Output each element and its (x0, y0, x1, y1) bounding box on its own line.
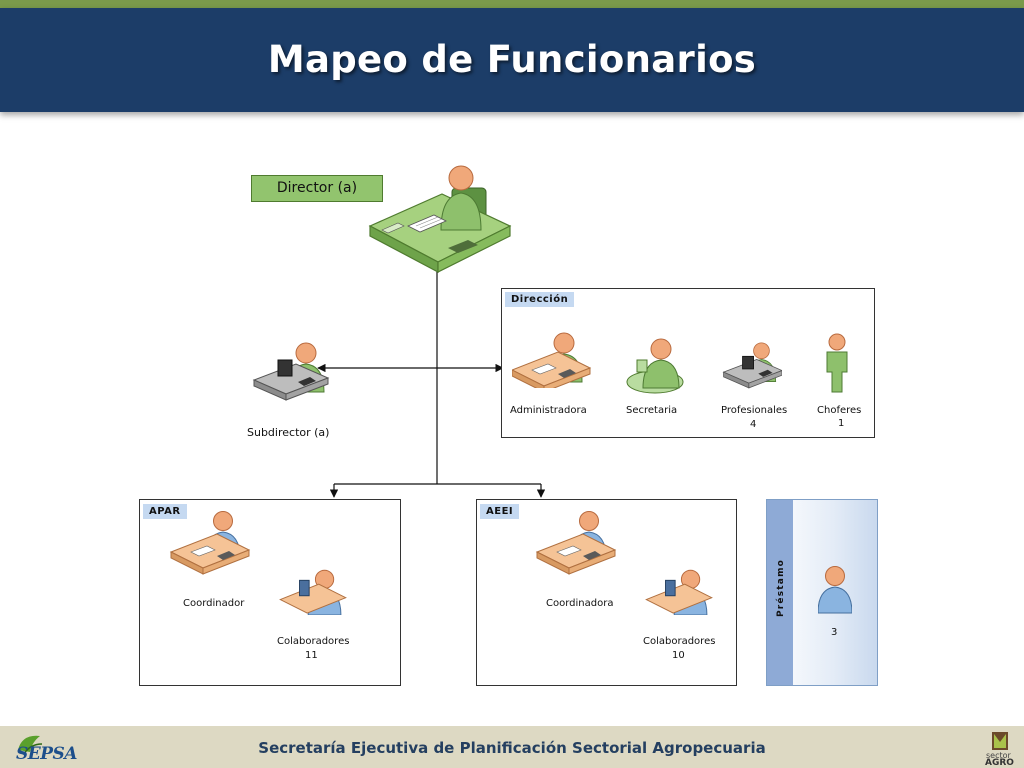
choferes-count: 1 (838, 418, 845, 429)
apar-box: APAR (139, 499, 401, 686)
profesionales-count: 4 (750, 419, 757, 430)
profesionales-label: Profesionales (721, 405, 788, 416)
apar-colaboradores-icon (279, 569, 347, 615)
profesionales-icon (723, 342, 782, 389)
choferes-label: Choferes (817, 405, 862, 416)
aeei-coordinadora-icon (536, 511, 616, 575)
aeei-colaboradores-icon (645, 569, 713, 615)
secretaria-label: Secretaria (626, 405, 678, 416)
agro-logo-line2: AGRO (985, 758, 1014, 768)
aeei-tag: AEEI (480, 504, 520, 519)
footer-text: Secretaría Ejecutiva de Planificación Se… (258, 739, 766, 757)
director-label: Director (a) (251, 175, 383, 202)
direccion-tag: Dirección (505, 292, 575, 307)
prestamo-label: Préstamo (776, 558, 786, 617)
prestamo-person-icon (818, 566, 852, 614)
title-bar: Mapeo de Funcionarios (0, 8, 1024, 112)
prestamo-band (767, 500, 793, 685)
footer-bar: SEPSA Secretaría Ejecutiva de Planificac… (0, 726, 1024, 768)
aeei-coordinadora-label: Coordinadora (546, 598, 614, 609)
prestamo-box (766, 499, 878, 686)
secretaria-icon (626, 338, 684, 394)
director-desk-icon (368, 165, 512, 273)
subdirector-desk-icon (253, 342, 329, 401)
page-title: Mapeo de Funcionarios (267, 38, 757, 81)
top-stripe (0, 0, 1024, 8)
prestamo-count: 3 (831, 627, 838, 638)
administradora-icon (512, 332, 591, 388)
apar-tag: APAR (143, 504, 187, 519)
apar-colaboradores-label: Colaboradores (277, 636, 350, 647)
sepsa-logo-text: SEPSA (16, 744, 77, 764)
sepsa-leaf-icon (18, 735, 43, 755)
agro-logo-line1: sector (986, 751, 1011, 760)
aeei-colaboradores-count: 10 (672, 650, 685, 661)
administradora-label: Administradora (510, 405, 587, 416)
choferes-icon (826, 333, 848, 393)
subdirector-label: Subdirector (a) (247, 426, 330, 439)
apar-coordinador-label: Coordinador (183, 598, 245, 609)
apar-coordinador-icon (170, 511, 250, 575)
aeei-colaboradores-label: Colaboradores (643, 636, 716, 647)
sector-agro-logo-icon (992, 732, 1008, 750)
apar-colaboradores-count: 11 (305, 650, 318, 661)
